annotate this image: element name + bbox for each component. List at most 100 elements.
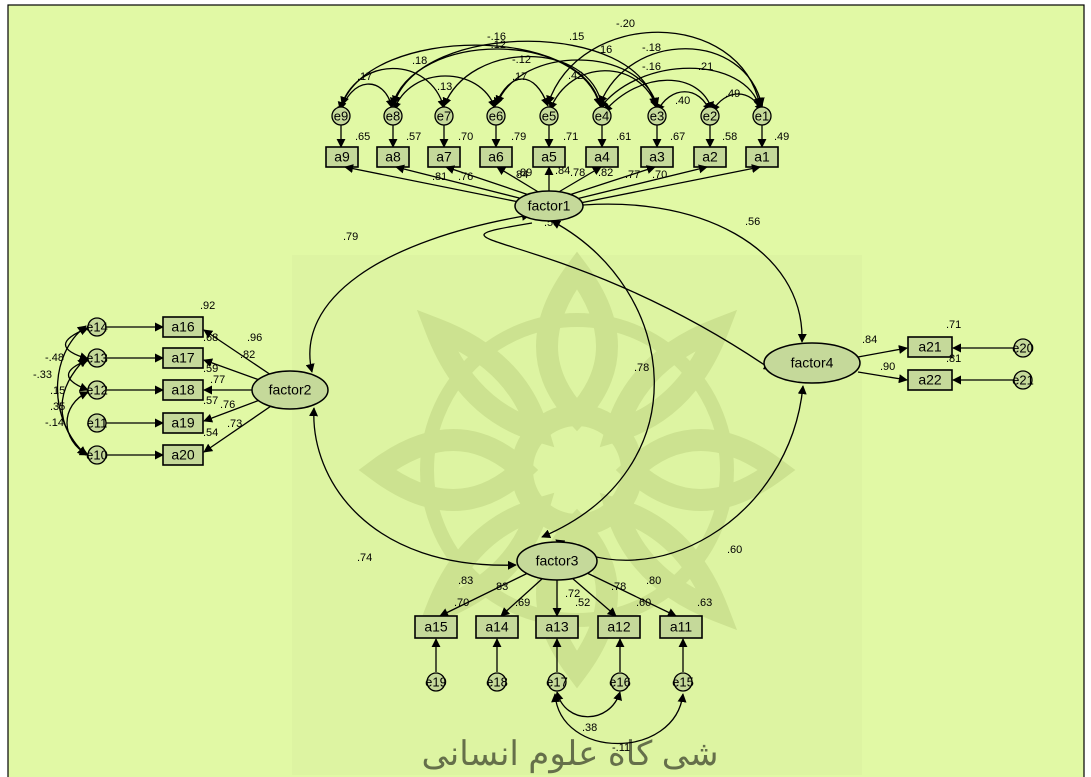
svg-text:a7: a7 bbox=[436, 149, 452, 165]
factor3-error-terms: e19 e18 e17 e16 e15 bbox=[425, 672, 694, 692]
error-e3: e3 bbox=[647, 106, 667, 126]
factor2-error-terms: e14 e13 e12 e11 e10 bbox=[86, 317, 164, 465]
factor4-loading-paths bbox=[857, 343, 1013, 385]
factor3-loading-paths bbox=[439, 571, 677, 617]
svg-text:e3: e3 bbox=[650, 108, 664, 123]
svg-text:e10: e10 bbox=[86, 447, 108, 462]
svg-text:.16: .16 bbox=[597, 44, 612, 56]
error-e4: e4 bbox=[592, 106, 612, 126]
svg-text:e2: e2 bbox=[703, 108, 717, 123]
svg-text:.76: .76 bbox=[458, 171, 473, 183]
svg-text:e9: e9 bbox=[334, 108, 348, 123]
item-a1: a1 bbox=[745, 146, 779, 168]
svg-text:e20: e20 bbox=[1012, 340, 1034, 355]
svg-text:a15: a15 bbox=[424, 619, 448, 635]
factor1-node: factor1 bbox=[514, 190, 584, 222]
svg-text:.76: .76 bbox=[220, 399, 235, 411]
svg-text:.73: .73 bbox=[227, 418, 242, 430]
item-a9: a9 bbox=[325, 146, 359, 168]
watermark-emblem: ﺷﯽ ﮐﺎﻩ ﻋﻠﻮﻡ ﺍﻧﺴﺎﻧﯽ bbox=[292, 251, 862, 775]
svg-text:.89: .89 bbox=[517, 167, 532, 179]
svg-text:e7: e7 bbox=[437, 108, 451, 123]
factor3-items: a15 a14 a13 a12 a11 bbox=[414, 615, 703, 639]
item-a11: a11 bbox=[659, 615, 703, 639]
item-a18: a18 bbox=[162, 379, 204, 401]
svg-text:-.18: -.18 bbox=[642, 42, 661, 54]
error-e11: e11 bbox=[87, 413, 107, 433]
error-e8: e8 bbox=[383, 106, 403, 126]
svg-text:a5: a5 bbox=[541, 149, 557, 165]
svg-text:e18: e18 bbox=[486, 674, 508, 689]
error-e12: e12 bbox=[86, 380, 108, 400]
svg-text:a19: a19 bbox=[171, 415, 195, 431]
error-e6: e6 bbox=[486, 106, 506, 126]
svg-text:a3: a3 bbox=[649, 149, 665, 165]
svg-text:.38: .38 bbox=[582, 722, 597, 734]
svg-text:a4: a4 bbox=[594, 149, 610, 165]
error-e18: e18 bbox=[486, 672, 508, 692]
svg-text:-.11: -.11 bbox=[612, 742, 630, 754]
svg-text:.77: .77 bbox=[625, 169, 640, 181]
svg-text:.82: .82 bbox=[240, 349, 255, 361]
svg-text:-.16: -.16 bbox=[642, 61, 661, 73]
svg-text:.67: .67 bbox=[670, 131, 685, 143]
svg-text:.57: .57 bbox=[406, 131, 421, 143]
svg-text:.81: .81 bbox=[946, 353, 961, 365]
svg-text:.84: .84 bbox=[555, 165, 570, 177]
svg-text:.92: .92 bbox=[200, 300, 215, 312]
svg-text:e1: e1 bbox=[755, 108, 769, 123]
svg-text:.21: .21 bbox=[698, 61, 713, 73]
svg-text:factor1: factor1 bbox=[528, 198, 571, 214]
svg-text:.70: .70 bbox=[454, 597, 469, 609]
svg-text:-.12: -.12 bbox=[512, 54, 531, 66]
svg-text:.96: .96 bbox=[247, 332, 262, 344]
item-a16: a16 bbox=[162, 316, 204, 338]
svg-text:e14: e14 bbox=[86, 319, 108, 334]
svg-text:.83: .83 bbox=[458, 575, 473, 587]
factor3-r2-labels: .70 .69 .52 .60 .63 bbox=[454, 597, 712, 609]
item-a6: a6 bbox=[479, 146, 513, 168]
factor4-items: a21 a22 bbox=[907, 336, 953, 391]
svg-text:a8: a8 bbox=[385, 149, 401, 165]
svg-text:.79: .79 bbox=[343, 231, 358, 243]
svg-text:.82: .82 bbox=[598, 167, 613, 179]
svg-text:.60: .60 bbox=[636, 597, 651, 609]
svg-text:.65: .65 bbox=[355, 131, 370, 143]
svg-text:a12: a12 bbox=[607, 619, 631, 635]
factor4-node: factor4 bbox=[763, 342, 861, 384]
factor2-left-covariances bbox=[57, 325, 89, 456]
svg-text:.83: .83 bbox=[493, 581, 508, 593]
svg-text:.52: .52 bbox=[575, 597, 590, 609]
factor2-left-cov-labels: -.48 -.33 .15 .35 -.14 bbox=[33, 352, 65, 429]
item-a8: a8 bbox=[376, 146, 410, 168]
error-e13: e13 bbox=[86, 348, 108, 368]
svg-text:e4: e4 bbox=[595, 108, 609, 123]
svg-text:.78: .78 bbox=[611, 581, 626, 593]
svg-text:e5: e5 bbox=[542, 108, 556, 123]
svg-text:-.48: -.48 bbox=[45, 352, 64, 364]
item-a15: a15 bbox=[414, 615, 458, 639]
svg-text:.70: .70 bbox=[458, 131, 473, 143]
svg-text:a9: a9 bbox=[334, 149, 350, 165]
svg-text:-.20: -.20 bbox=[616, 18, 635, 30]
svg-text:e13: e13 bbox=[86, 350, 108, 365]
svg-text:e8: e8 bbox=[386, 108, 400, 123]
item-a7: a7 bbox=[427, 146, 461, 168]
factor3-cov-labels: .38 -.11 bbox=[582, 722, 630, 754]
svg-text:.49: .49 bbox=[774, 131, 789, 143]
svg-text:.78: .78 bbox=[634, 362, 649, 374]
factor4-labels: .84 .90 .71 .81 bbox=[862, 319, 961, 373]
svg-text:a16: a16 bbox=[171, 319, 195, 335]
item-a22: a22 bbox=[907, 369, 953, 391]
svg-text:a18: a18 bbox=[171, 382, 195, 398]
error-e10: e10 bbox=[86, 445, 108, 465]
svg-text:.63: .63 bbox=[697, 597, 712, 609]
factor2-node: factor2 bbox=[251, 370, 329, 410]
svg-text:.49: .49 bbox=[725, 88, 740, 100]
factor1-items: a9 a8 a7 a6 a5 a4 a3 a2 a1 bbox=[325, 146, 779, 168]
svg-text:factor2: factor2 bbox=[269, 382, 312, 398]
svg-text:e15: e15 bbox=[672, 674, 694, 689]
svg-text:e16: e16 bbox=[609, 674, 631, 689]
item-a17: a17 bbox=[162, 347, 204, 369]
svg-text:a20: a20 bbox=[171, 447, 195, 463]
